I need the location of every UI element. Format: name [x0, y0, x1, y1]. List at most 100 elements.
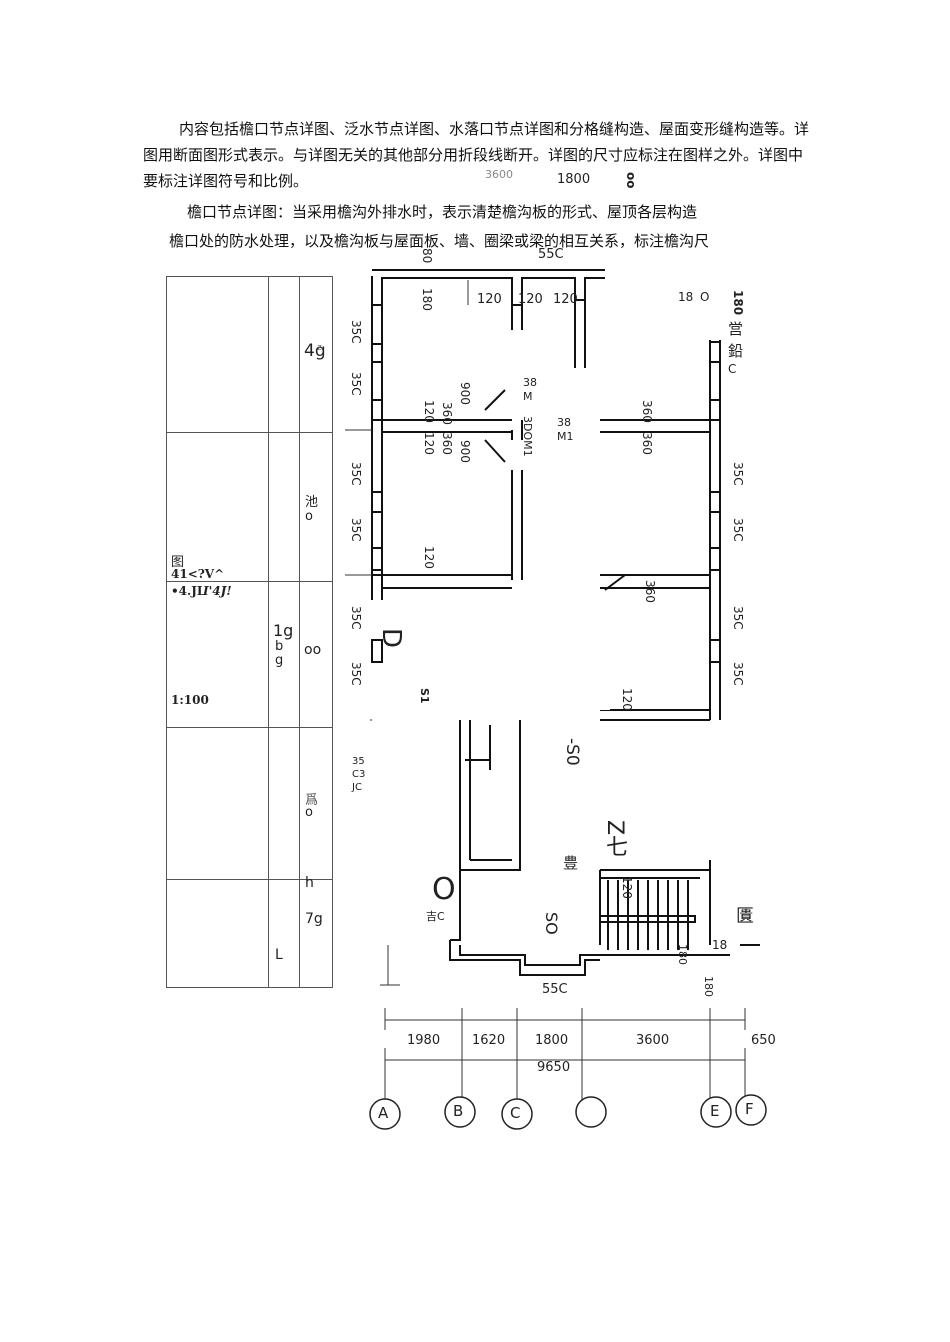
left-35c-5: 35C [349, 606, 363, 630]
axis-bubble-a [369, 1098, 401, 1130]
label-feng: 豊 [563, 854, 579, 872]
eaves-detail-paragraph: 檐口节点详图：当采用檐沟外排水时，表示清楚檐沟板的形式、屋顶各层构造 [187, 203, 698, 221]
cell-o: o [305, 509, 313, 524]
axis-bubble-d [575, 1096, 607, 1128]
c35-a: 35 [352, 756, 365, 767]
dim-55c-top: 55C [538, 247, 564, 262]
dim-3600-bottom: 3600 [636, 1033, 670, 1048]
c35-b: C3 [352, 769, 366, 780]
cell-7g: 7g [305, 911, 323, 927]
dim-900-b: 900 [458, 440, 472, 463]
dim-120-g: 120 [620, 688, 634, 711]
axis-label-a: A [378, 1104, 389, 1122]
right-35c-3: 35C [731, 606, 745, 630]
dim-180-stair: 180 [676, 944, 689, 965]
axis-bubble-c [501, 1098, 533, 1130]
left-35c-4: 35C [349, 518, 363, 542]
label-ji-c: 吉C [426, 910, 445, 923]
label-s0: -S0 [562, 738, 582, 766]
cell-oo: oo [304, 642, 322, 658]
dim-1800-top: 1800 [557, 172, 591, 187]
cell-g: g [275, 653, 284, 668]
dim-1800-bottom: 1800 [535, 1033, 569, 1048]
dim-360-e: 360 [643, 580, 657, 603]
dim-oo-top: oo [624, 172, 638, 189]
right-35c-1: 35C [731, 462, 745, 486]
divider [268, 277, 269, 987]
label-gui: 匱 [736, 906, 754, 927]
title-fig: 图 [171, 555, 185, 570]
axis-bubble-f [735, 1094, 767, 1126]
dim-total-9650: 9650 [537, 1060, 571, 1075]
cell-o-2: o [305, 805, 313, 820]
left-35c-3: 35C [349, 462, 363, 486]
axis-bubble-b [444, 1096, 476, 1128]
title-code-2: •4.JL [171, 584, 206, 598]
big-d: D [376, 628, 406, 649]
dim-120-h: 120 [620, 876, 634, 899]
cell-h: h [305, 875, 314, 891]
dim-180-vert: 180 [731, 290, 745, 316]
dim-18-right: 18 [678, 290, 694, 304]
cell-chi: 池 [305, 495, 319, 510]
left-35c-6: 35C [349, 662, 363, 686]
divider [299, 277, 300, 987]
dim-180: 180 [420, 288, 434, 311]
dim-o-right: O [700, 290, 710, 304]
dim-360-a: 360 [440, 402, 454, 425]
title-scale: 1:100 [171, 693, 209, 707]
door-38: 38 [523, 376, 537, 389]
txt-qian: 鉛 [728, 342, 744, 360]
axis-label-c: C [510, 1104, 521, 1122]
intro-paragraph: 内容包括檐口节点详图、泛水节点详图、水落口节点详图和分格缝构造、屋面变形缝构造等… [143, 120, 810, 190]
txt-dang: 営 [728, 320, 744, 338]
dim-3600-top: 3600 [485, 168, 513, 181]
cell-wei: 爲 [305, 793, 319, 808]
label-big-o: O [432, 872, 456, 907]
left-35c-1: 35C [349, 320, 363, 344]
dim-120-a: 120 [477, 292, 502, 307]
title-block: 4g z 池 o 图 41<?V^ •4.JL I'4J! 1g b g oo … [166, 276, 333, 988]
divider [167, 432, 332, 433]
dim-360-c: 360 [640, 400, 654, 423]
door-3dom1: 3DOM1 [521, 416, 534, 457]
dim-18-stair: 18 [712, 938, 728, 952]
title-code-3: I'4J! [203, 584, 232, 598]
txt-c: C [728, 362, 737, 376]
axis-bubble-e [700, 1096, 732, 1128]
door-38-b: 38 [557, 416, 571, 429]
dim-900-a: 900 [458, 382, 472, 405]
divider [167, 879, 332, 880]
dim-120-f: 120 [422, 546, 436, 569]
axis-label-b: B [453, 1102, 464, 1120]
dim-80: 80 [420, 248, 434, 264]
dim-120-d: 120 [422, 400, 436, 423]
door-m: M [523, 390, 533, 403]
left-35c-2: 35C [349, 372, 363, 396]
axis-label-f: F [745, 1100, 754, 1118]
right-35c-4: 35C [731, 662, 745, 686]
dim-120-b: 120 [518, 292, 543, 307]
dim-180-bottom: 180 [702, 976, 715, 997]
cell-1g: 1g [273, 621, 294, 640]
dim-55c-bottom: 55C [542, 982, 568, 997]
dim-120-c: 120 [553, 292, 578, 307]
dim-1620: 1620 [472, 1033, 506, 1048]
divider [167, 581, 332, 582]
divider [167, 727, 332, 728]
right-35c-2: 35C [731, 518, 745, 542]
dim-360-b: 360 [440, 432, 454, 455]
cell-l: L [275, 947, 283, 963]
eaves-detail-paragraph-cont: 檐口处的防水处理，以及檐沟板与屋面板、墙、圈梁或梁的相互关系，标注檐沟尺 [169, 232, 710, 250]
axis-label-e: E [710, 1102, 720, 1120]
label-so: SO [542, 912, 561, 935]
dim-360-d: 360 [640, 432, 654, 455]
door-m1: M1 [557, 430, 574, 443]
dim-650: 650 [751, 1033, 776, 1048]
cell-4g: 4g [304, 341, 326, 361]
cell-4g-sup: z [317, 343, 322, 353]
label-s1: S1 [418, 688, 431, 704]
dim-120-e: 120 [422, 432, 436, 455]
c35-c: JC [352, 782, 362, 793]
